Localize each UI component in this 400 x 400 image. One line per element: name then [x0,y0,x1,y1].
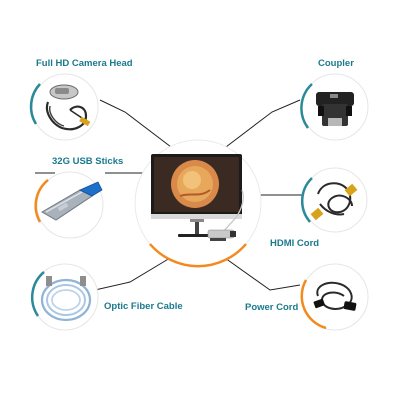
line-coupler [221,99,301,151]
label-optic-fiber: Optic Fiber Cable [104,301,183,312]
power-cord-icon [313,281,357,311]
label-camera-head: Full HD Camera Head [36,58,133,69]
label-power-cord: Power Cord [245,302,299,313]
monitor-icon [151,154,244,241]
coupler-icon [316,92,354,126]
label-hdmi-cord: HDMI Cord [270,238,320,249]
label-coupler: Coupler [318,58,354,69]
line-camera-head [99,99,176,151]
camera-head-icon [45,84,91,131]
usb-stick-icon [40,181,103,221]
hdmi-cable-icon [310,182,358,221]
fiber-cable-icon [40,276,92,322]
line-power [224,257,301,291]
label-usb-sticks: 32G USB Sticks [52,156,124,167]
line-fiber [94,254,176,291]
